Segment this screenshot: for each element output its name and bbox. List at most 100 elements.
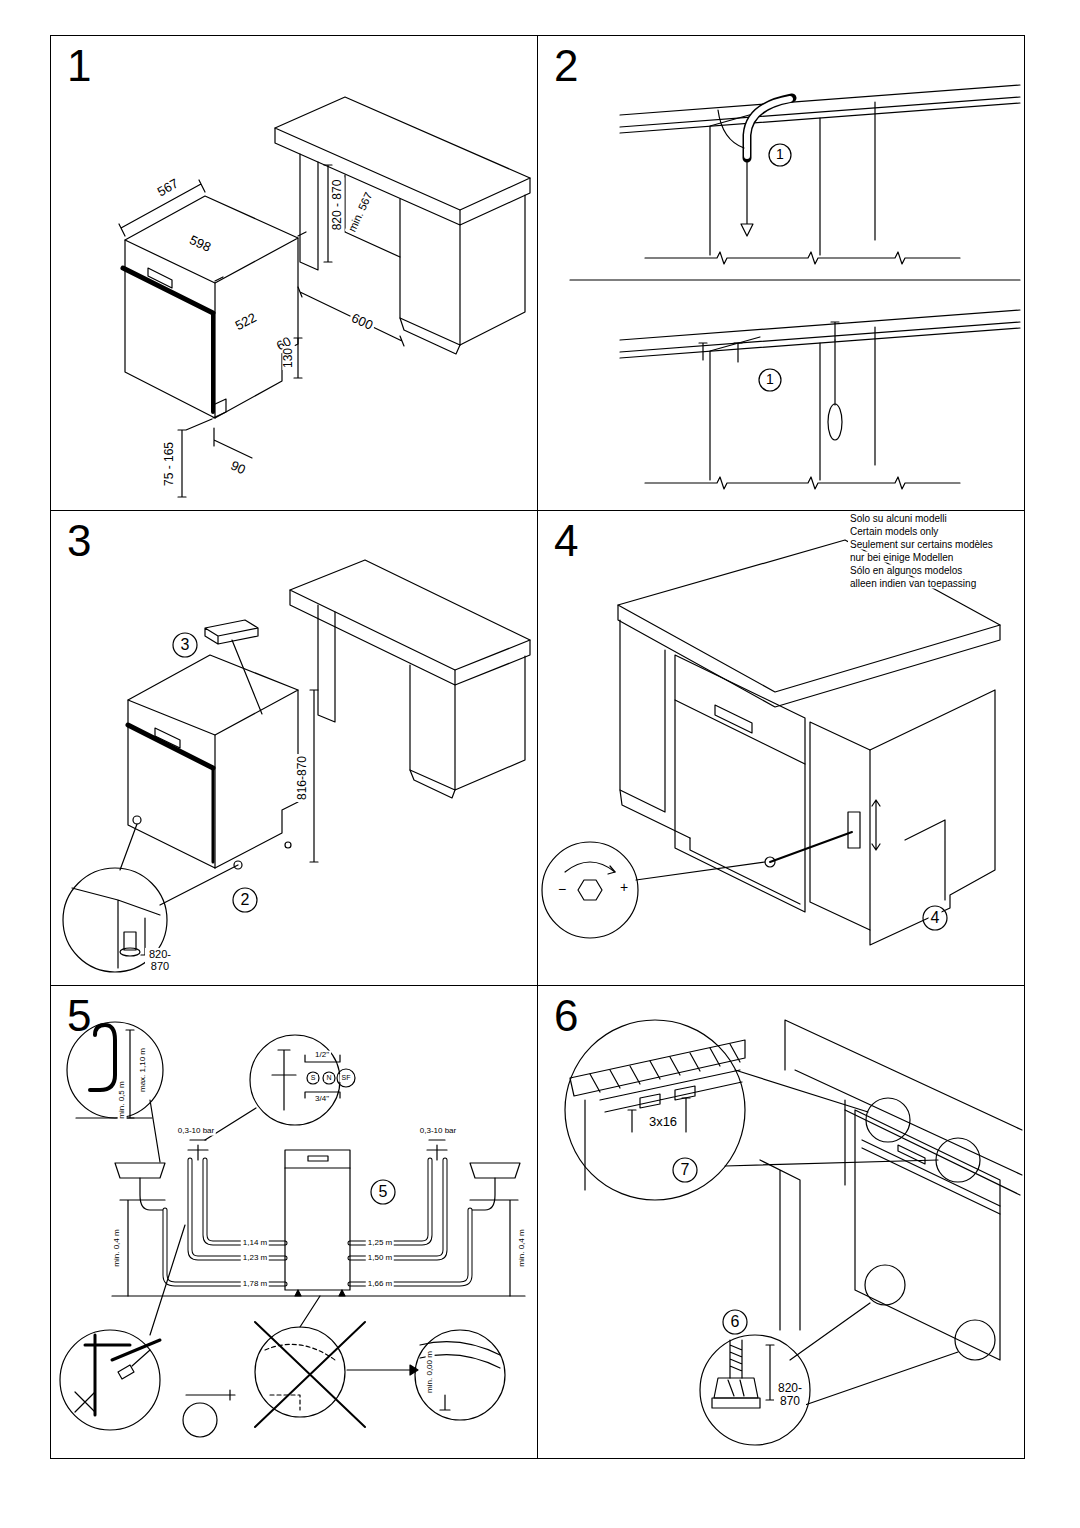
plumbing-drawing bbox=[190, 1160, 285, 1258]
screw-size: 3x16 bbox=[647, 1115, 679, 1129]
dishwasher-drawing bbox=[120, 824, 238, 905]
plumbing-drawing bbox=[371, 1180, 395, 1204]
mounting-drawing bbox=[718, 110, 744, 148]
installed-drawing bbox=[848, 812, 860, 848]
installed-drawing bbox=[872, 800, 880, 850]
callout-number: 6 bbox=[729, 1313, 742, 1331]
figure-panel: 1 bbox=[50, 35, 538, 511]
cabinet-drawing bbox=[410, 656, 525, 790]
plumbing-drawing bbox=[350, 1160, 430, 1243]
dishwasher-drawing bbox=[215, 238, 298, 418]
dimension-label: min. 0,4 m bbox=[518, 1227, 527, 1268]
dimension-label: 1,25 m bbox=[366, 1239, 394, 1248]
dishwasher-drawing bbox=[211, 313, 215, 412]
dimension-label: 816-870 bbox=[296, 754, 309, 802]
plumbing-drawing bbox=[272, 1050, 296, 1110]
panel-number: 2 bbox=[554, 44, 578, 88]
figure-panel: 3 bbox=[50, 510, 538, 986]
dimension-label: 90 bbox=[227, 458, 250, 479]
plumbing-drawing bbox=[85, 1335, 160, 1415]
panel-fixing-drawing bbox=[590, 1044, 740, 1092]
dimension-label: 3/4" bbox=[313, 1095, 331, 1104]
installed-drawing bbox=[715, 705, 752, 733]
dishwasher-drawing bbox=[205, 620, 258, 644]
panel-fixing-drawing bbox=[712, 1398, 760, 1408]
plumbing-drawing bbox=[150, 1225, 185, 1335]
dimension-label: 820- 870 bbox=[145, 948, 175, 972]
plumbing-drawing bbox=[350, 1160, 430, 1243]
dishwasher-drawing bbox=[123, 196, 298, 418]
panel-fixing-drawing bbox=[790, 1303, 958, 1405]
plumbing-drawing bbox=[140, 1178, 165, 1210]
plumbing-drawing bbox=[165, 1210, 285, 1284]
mounting-drawing bbox=[645, 252, 960, 264]
panel-fixing-drawing bbox=[936, 1138, 980, 1182]
dishwasher-drawing bbox=[63, 620, 318, 972]
panel-fixing-drawing bbox=[723, 1310, 747, 1334]
dishwasher-drawing bbox=[133, 816, 141, 824]
plumbing-drawing bbox=[112, 1295, 525, 1296]
cabinet-drawing bbox=[400, 199, 460, 345]
installed-drawing bbox=[675, 655, 805, 912]
dishwasher-drawing bbox=[173, 633, 197, 657]
dimension-label: 820- 870 bbox=[774, 1382, 806, 1408]
panel-fixing-drawing bbox=[728, 1380, 744, 1396]
mounting-drawing bbox=[834, 340, 835, 405]
panel-fixing-drawing bbox=[865, 1265, 905, 1305]
mounting-drawing bbox=[570, 279, 1020, 280]
cabinet-drawing bbox=[275, 97, 530, 354]
plumbing-drawing bbox=[350, 1210, 470, 1284]
panel-fixing-drawing bbox=[584, 1100, 585, 1190]
mounting-drawing bbox=[710, 327, 875, 480]
plumbing-drawing bbox=[190, 1160, 285, 1258]
installed-drawing bbox=[620, 790, 690, 838]
dishwasher-drawing bbox=[285, 842, 291, 848]
plumbing-drawing bbox=[285, 1150, 350, 1290]
cabinet-drawing bbox=[400, 318, 460, 354]
plumbing-drawing bbox=[308, 1156, 328, 1161]
dishwasher-drawing bbox=[128, 725, 213, 768]
panel-fixing-drawing bbox=[700, 1335, 810, 1445]
plumbing-drawing bbox=[295, 1290, 345, 1296]
dimension-label: 1/2" bbox=[313, 1051, 331, 1060]
plumbing-drawing bbox=[323, 1072, 335, 1084]
installed-drawing bbox=[810, 722, 870, 930]
note-text: nur bei einige Modellen bbox=[848, 552, 955, 563]
panel-fixing-drawing bbox=[714, 1378, 758, 1398]
dishwasher-drawing bbox=[128, 700, 215, 868]
plumbing-drawing bbox=[76, 1117, 152, 1118]
dimension-lines bbox=[215, 232, 306, 281]
plumbing-drawing bbox=[186, 1390, 235, 1400]
cabinet-drawing bbox=[318, 605, 335, 722]
cabinet-drawing bbox=[460, 195, 525, 345]
plumbing-drawing bbox=[255, 1327, 345, 1417]
mounting-drawing bbox=[769, 144, 791, 166]
plumbing-drawing bbox=[470, 1178, 495, 1210]
panel-fixing-drawing bbox=[760, 1160, 800, 1330]
plumbing-drawing bbox=[132, 1350, 150, 1366]
installed-drawing bbox=[608, 866, 615, 874]
note-text: alleen indien van toepassing bbox=[848, 578, 978, 589]
dishwasher-drawing bbox=[212, 768, 215, 862]
installed-drawing bbox=[765, 857, 775, 867]
dishwasher-drawing bbox=[123, 268, 213, 313]
mounting-drawing bbox=[746, 160, 747, 224]
dishwasher-drawing bbox=[155, 728, 180, 748]
plumbing-drawing bbox=[307, 1072, 319, 1084]
plumbing-drawing bbox=[250, 1035, 340, 1125]
plumbing-drawing bbox=[440, 1395, 450, 1410]
plumbing-drawing bbox=[265, 1344, 335, 1410]
dimension-label: 1,50 m bbox=[366, 1254, 394, 1263]
panel-fixing-drawing bbox=[730, 1340, 742, 1378]
dimension-label: min. 0,4 m bbox=[113, 1227, 122, 1268]
plumbing-drawing bbox=[415, 1330, 505, 1420]
plumbing-drawing bbox=[350, 1160, 445, 1258]
plumbing-drawing bbox=[427, 1140, 447, 1160]
installed-drawing bbox=[675, 700, 805, 764]
mounting-drawing bbox=[570, 85, 1020, 489]
cabinet-drawing bbox=[410, 770, 455, 798]
mounting-drawing bbox=[759, 369, 781, 391]
symbol-label: N bbox=[324, 1074, 333, 1082]
cabinet-drawing bbox=[290, 560, 530, 670]
